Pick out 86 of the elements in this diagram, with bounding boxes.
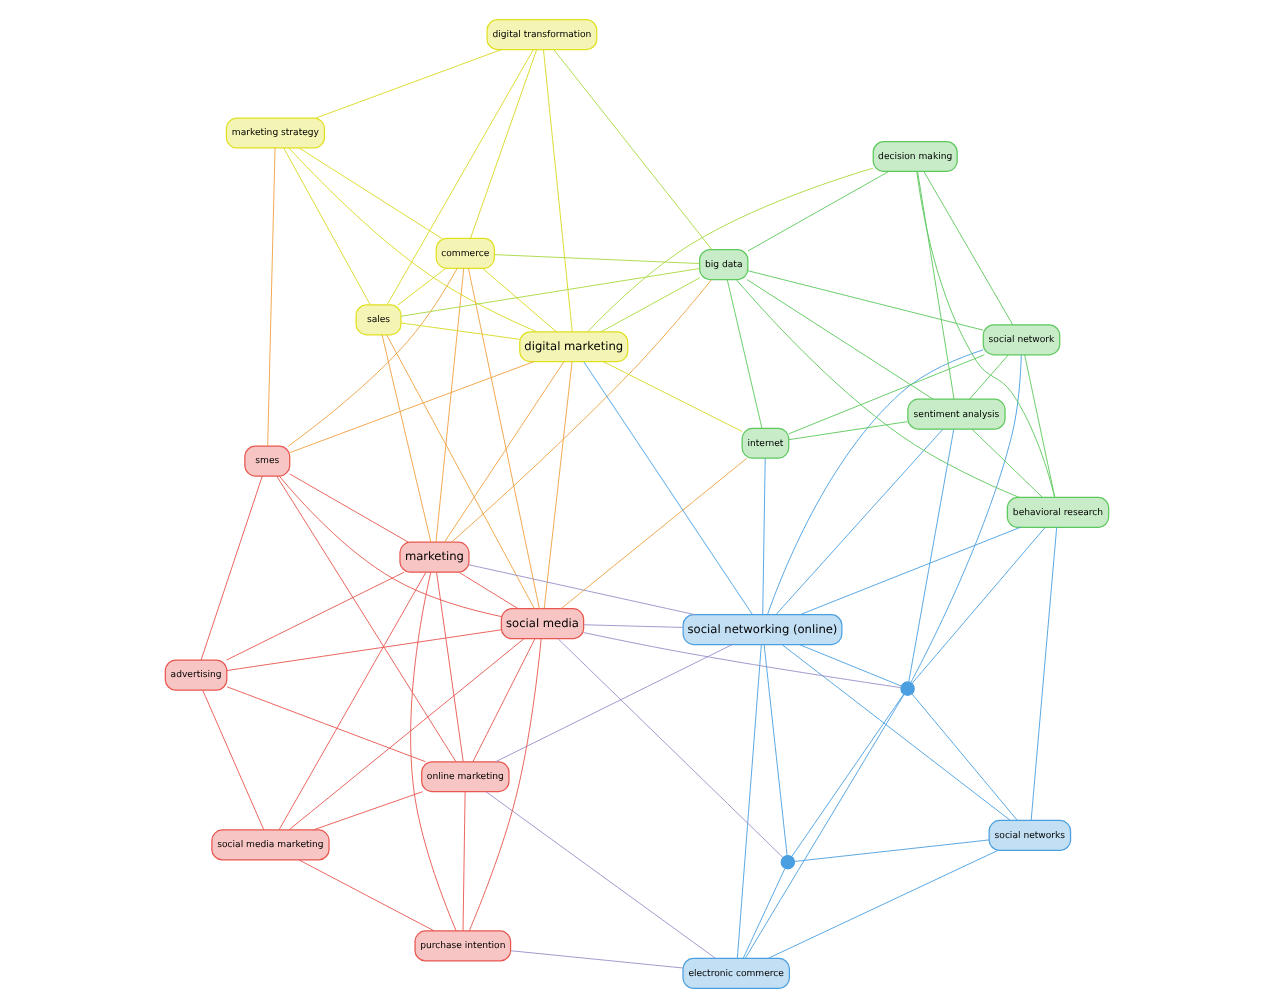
connector (745, 279, 933, 400)
connector (907, 429, 954, 683)
connector (916, 171, 954, 400)
connector (582, 624, 683, 628)
connector (380, 334, 431, 543)
connector (199, 475, 262, 661)
connector (288, 473, 408, 543)
connector (746, 270, 983, 331)
connector (556, 638, 783, 858)
connector (798, 526, 1020, 616)
connector (970, 428, 1042, 498)
connector (457, 571, 518, 610)
connector (467, 638, 541, 932)
connector (542, 49, 572, 333)
connector (385, 49, 533, 305)
connector (385, 334, 534, 610)
connector (493, 254, 699, 264)
connector (725, 279, 762, 429)
connector (793, 839, 989, 862)
connector (735, 644, 761, 959)
connector (314, 49, 501, 119)
connector (288, 361, 533, 454)
connector (790, 693, 904, 857)
connector (1029, 527, 1057, 821)
connector (484, 791, 715, 959)
connector (469, 49, 537, 239)
connector (467, 268, 539, 610)
connector (443, 361, 564, 543)
connector (743, 694, 904, 959)
connector (282, 147, 370, 306)
connector (287, 638, 524, 831)
connector (787, 421, 907, 441)
connector (225, 629, 501, 671)
connector (582, 361, 752, 615)
connector (741, 868, 785, 959)
connector (586, 167, 873, 332)
connector (471, 638, 535, 763)
connector (467, 564, 695, 616)
connector (582, 632, 901, 689)
connector (399, 268, 700, 317)
connector (287, 268, 457, 447)
connector (797, 644, 901, 687)
connector (787, 354, 984, 435)
connector (1023, 354, 1055, 498)
connector (277, 475, 501, 617)
connector (542, 361, 572, 609)
connector (509, 950, 683, 969)
connector (275, 475, 456, 763)
connector (774, 428, 943, 615)
connector (201, 689, 264, 831)
connector (297, 859, 434, 932)
connector (481, 267, 556, 333)
connector (780, 644, 1010, 821)
connector (559, 457, 747, 610)
connector (225, 571, 404, 661)
connector (434, 268, 464, 543)
connector (761, 457, 765, 615)
connector (602, 361, 742, 432)
connector (735, 279, 1019, 498)
connector (766, 349, 983, 615)
connector (494, 644, 732, 763)
connector (277, 572, 426, 831)
connector (266, 147, 275, 447)
connector (910, 527, 1045, 684)
connector (287, 147, 537, 333)
connector (297, 147, 442, 239)
connector (225, 686, 426, 763)
connector (399, 322, 520, 340)
connector (766, 849, 998, 959)
connector (922, 171, 1013, 326)
node-circle (899, 681, 914, 696)
connector (910, 693, 1017, 821)
connector (599, 277, 700, 333)
connector (746, 171, 889, 252)
connector (909, 354, 1021, 684)
connector (450, 279, 711, 543)
connector (915, 171, 1055, 498)
connector (552, 49, 712, 250)
connector (396, 267, 446, 306)
connector (435, 571, 463, 763)
connector (461, 791, 465, 932)
node-circle (779, 854, 795, 870)
connector (762, 644, 787, 856)
connector (968, 354, 1008, 400)
connector (409, 571, 456, 932)
connector (312, 791, 423, 831)
